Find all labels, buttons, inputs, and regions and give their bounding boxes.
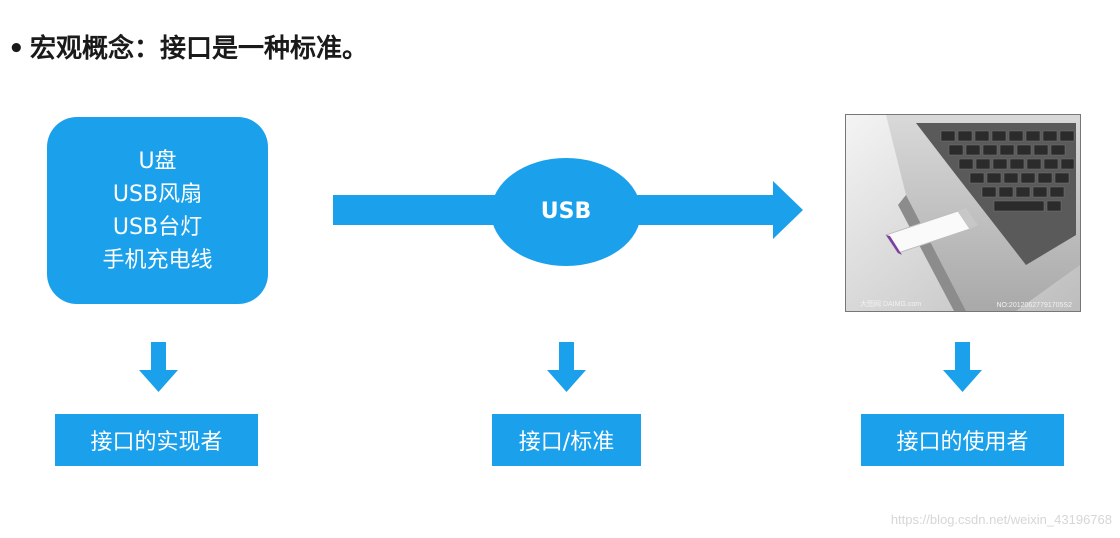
laptop-usb-photo: 大图网 DAIMG.com NO:20120627791705S2 — [845, 114, 1081, 312]
slide-title: •宏观概念：接口是一种标准。 — [8, 28, 368, 65]
implementers-box: U盘 USB风扇 USB台灯 手机充电线 — [47, 117, 268, 304]
implementer-item: 手机充电线 — [102, 247, 213, 273]
implementer-item: USB风扇 — [112, 181, 203, 207]
photo-watermark-right: NO:20120627791705S2 — [996, 302, 1072, 309]
photo-watermark-left: 大图网 DAIMG.com — [860, 301, 922, 308]
usb-ellipse — [491, 158, 641, 266]
user-label: 接口的使用者 — [861, 414, 1064, 466]
laptop-illustration — [846, 115, 1080, 311]
footer-watermark: https://blog.csdn.net/weixin_43196768 — [890, 512, 1112, 527]
usb-stick — [885, 208, 978, 255]
down-arrow-user — [943, 342, 982, 392]
title-text: 宏观概念：接口是一种标准。 — [30, 34, 369, 64]
standard-label: 接口/标准 — [492, 414, 641, 466]
implementer-item: USB台灯 — [112, 214, 203, 240]
down-arrow-standard — [547, 342, 586, 392]
implementer-item: U盘 — [138, 148, 177, 174]
main-arrow-head — [773, 181, 803, 239]
down-arrow-implementer — [139, 342, 178, 392]
bullet-point: • — [8, 34, 25, 64]
usb-label: USB — [540, 199, 592, 224]
implementer-label: 接口的实现者 — [55, 414, 258, 466]
